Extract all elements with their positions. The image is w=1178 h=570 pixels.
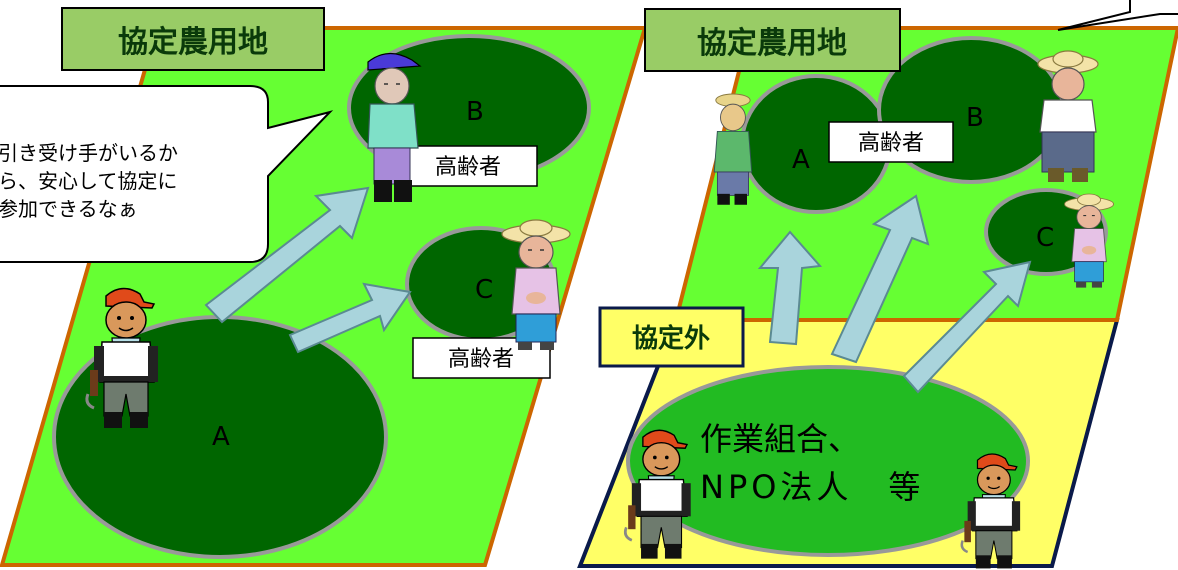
speech-line-1: 引き受け手がいるか [0,141,178,165]
right-arrow-to-b [830,194,930,364]
speech-line-2: ら、安心して協定に [0,169,177,193]
outside-title: 協定外 [632,323,710,354]
speech-line-3: 参加できるなぁ [0,197,138,221]
right-title: 協定農用地 [697,26,847,61]
left-elder-b [367,52,422,202]
left-title: 協定農用地 [118,25,268,60]
left-label-a: A [212,422,230,452]
left-speech-bubble [0,85,334,263]
right-elder-b [1037,50,1099,182]
left-label-b: B [466,97,484,127]
left-label-c: C [475,275,493,305]
left-arrow-a-to-c [288,282,412,354]
left-tag-b-box [399,145,538,187]
outside-title-box [598,306,745,368]
group-line-1: 作業組合、 [700,420,860,458]
left-arrow-a-to-b [204,186,370,324]
left-tag-b: 高齢者 [435,155,501,180]
right-label-b: B [966,103,984,133]
right-label-c: C [1036,223,1054,253]
right-elder-a [713,93,753,205]
right-tag: 高齢者 [858,131,924,156]
right-arrow-to-a [757,230,823,346]
right-arrow-to-c [902,260,1032,394]
right-speech-bubble [1057,0,1178,31]
right-label-a: A [792,145,810,175]
right-field-group [626,365,1030,557]
group-line-2: NPO法人 等 [700,468,924,506]
left-tag-c: 高齢者 [448,347,514,372]
right-title-box [644,8,901,72]
left-title-box [61,7,325,71]
right-tag-box [828,121,954,163]
